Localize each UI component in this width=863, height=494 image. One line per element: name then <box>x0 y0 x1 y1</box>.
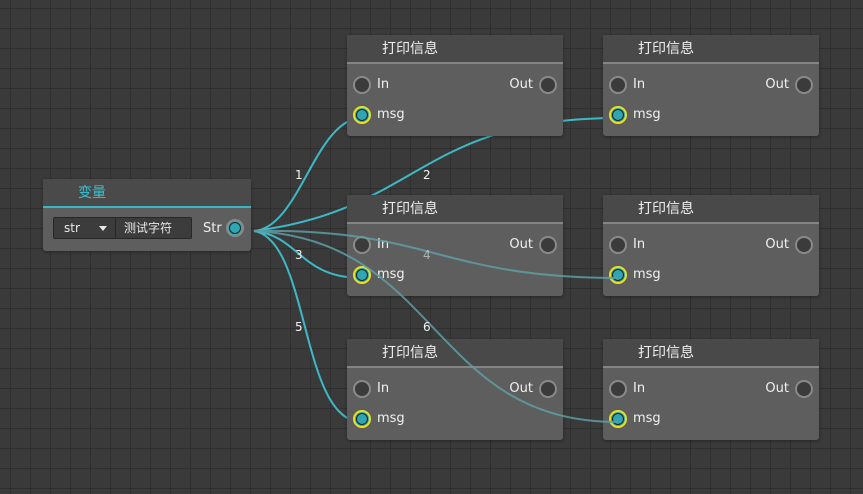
msg-input-pin[interactable] <box>609 106 627 124</box>
print-node-4[interactable]: 打印信息 In Out msg <box>603 195 819 296</box>
msg-input-pin[interactable] <box>353 410 371 428</box>
wire-3[interactable] <box>253 230 363 279</box>
out-exec-pin[interactable] <box>795 380 813 398</box>
wire-label-1: 1 <box>295 168 303 182</box>
out-label: Out <box>765 237 789 252</box>
print-node-title: 打印信息 <box>603 35 819 64</box>
str-output-pin[interactable] <box>226 219 244 237</box>
variable-value-input[interactable]: 测试字符 <box>124 221 173 235</box>
print-node-title: 打印信息 <box>347 339 563 368</box>
variable-value-field[interactable]: str 测试字符 <box>53 217 192 239</box>
out-exec-pin[interactable] <box>795 236 813 254</box>
output-port-label: Str <box>203 221 222 236</box>
msg-label: msg <box>633 267 661 282</box>
type-dropdown[interactable]: str <box>54 218 116 238</box>
out-label: Out <box>765 77 789 92</box>
chevron-down-icon <box>99 226 107 231</box>
out-label: Out <box>765 381 789 396</box>
in-exec-pin[interactable] <box>353 380 371 398</box>
out-exec-pin[interactable] <box>539 380 557 398</box>
variable-node-title: 变量 <box>43 179 251 208</box>
msg-label: msg <box>377 411 405 426</box>
in-label: In <box>377 77 390 92</box>
print-node-5[interactable]: 打印信息 In Out msg <box>347 339 563 440</box>
wire-1[interactable] <box>253 117 363 232</box>
msg-input-pin[interactable] <box>353 266 371 284</box>
print-node-2[interactable]: 打印信息 In Out msg <box>603 35 819 136</box>
out-exec-pin[interactable] <box>539 236 557 254</box>
out-exec-pin[interactable] <box>539 76 557 94</box>
wire-label-2: 2 <box>423 168 431 182</box>
msg-label: msg <box>633 411 661 426</box>
out-exec-pin[interactable] <box>795 76 813 94</box>
print-node-title: 打印信息 <box>603 339 819 368</box>
print-node-title: 打印信息 <box>347 195 563 224</box>
wire-label-6: 6 <box>423 320 431 334</box>
in-exec-pin[interactable] <box>609 76 627 94</box>
wire-label-5: 5 <box>295 320 303 334</box>
in-exec-pin[interactable] <box>353 236 371 254</box>
in-label: In <box>633 237 646 252</box>
in-exec-pin[interactable] <box>353 76 371 94</box>
print-node-6[interactable]: 打印信息 In Out msg <box>603 339 819 440</box>
out-label: Out <box>509 237 533 252</box>
in-label: In <box>377 237 390 252</box>
print-node-title: 打印信息 <box>603 195 819 224</box>
in-exec-pin[interactable] <box>609 380 627 398</box>
msg-input-pin[interactable] <box>353 106 371 124</box>
in-label: In <box>633 77 646 92</box>
wire-label-3: 3 <box>295 248 303 262</box>
type-dropdown-value: str <box>64 221 80 235</box>
msg-input-pin[interactable] <box>609 266 627 284</box>
in-label: In <box>633 381 646 396</box>
out-label: Out <box>509 77 533 92</box>
in-exec-pin[interactable] <box>609 236 627 254</box>
print-node-title: 打印信息 <box>347 35 563 64</box>
print-node-3[interactable]: 打印信息 In Out msg <box>347 195 563 296</box>
msg-label: msg <box>377 267 405 282</box>
in-label: In <box>377 381 390 396</box>
msg-label: msg <box>377 107 405 122</box>
out-label: Out <box>509 381 533 396</box>
print-node-1[interactable]: 打印信息 In Out msg <box>347 35 563 136</box>
msg-input-pin[interactable] <box>609 410 627 428</box>
wire-5[interactable] <box>253 230 363 423</box>
variable-node[interactable]: 变量 str 测试字符 Str <box>43 179 251 251</box>
msg-label: msg <box>633 107 661 122</box>
